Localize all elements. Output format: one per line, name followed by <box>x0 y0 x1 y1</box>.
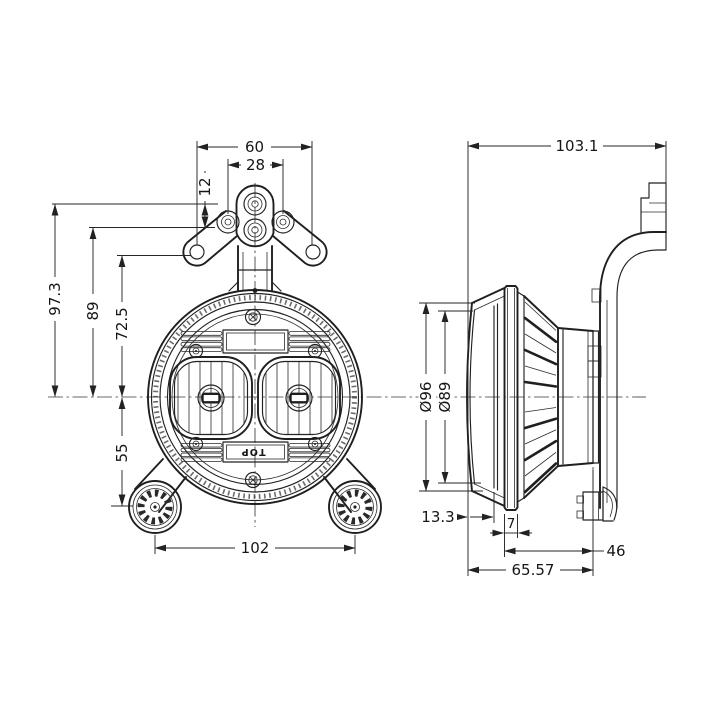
dim-89-label: 89 <box>84 301 102 320</box>
dim-lens-outer-diameter: Ø96 <box>417 302 483 492</box>
left-wing-hole <box>189 244 205 260</box>
dim-overall-depth: 103.1 <box>467 137 667 183</box>
dim-height-mid-hole: 89 <box>84 227 102 397</box>
bracket-holes <box>216 192 295 242</box>
right-led-slot <box>289 392 309 404</box>
dim-12-label: 12 <box>196 177 214 196</box>
left-led-slot <box>201 392 221 404</box>
left-foot-pad <box>128 480 182 534</box>
bezel-flange <box>503 285 519 511</box>
dim-lens-inner-diameter: Ø89 <box>436 310 481 484</box>
top-orientation-marking: TOP <box>240 446 265 457</box>
heat-sink <box>516 291 559 503</box>
dim-bracket-outer-width: 60 <box>196 138 313 245</box>
right-projector-lens <box>257 356 341 440</box>
right-serrated-washer <box>337 489 373 525</box>
dim-d96-label: Ø96 <box>417 382 435 413</box>
side-dimensions: 103.1 Ø96 Ø89 <box>417 137 667 579</box>
bracket-plate <box>235 184 275 248</box>
dim-65-57-label: 65.57 <box>512 561 555 579</box>
front-dimensions: 60 28 12 <box>46 138 356 557</box>
left-lens-ribs <box>177 362 245 434</box>
dim-bracket-inner-width: 28 <box>227 156 284 214</box>
dim-97-3-label: 97.3 <box>46 282 64 315</box>
dim-front-to-plate: 65.57 <box>467 561 594 579</box>
right-wing-hole <box>305 244 321 260</box>
dim-d89-label: Ø89 <box>436 382 454 413</box>
dim-lens-protrusion: 13.3 <box>419 492 495 526</box>
rear-housing <box>557 288 602 492</box>
right-wing-arm <box>272 210 328 267</box>
left-wing-arm <box>182 210 238 267</box>
dim-46-label: 46 <box>606 542 625 560</box>
rear-plate <box>592 330 600 464</box>
lens-dome <box>466 287 506 507</box>
bracket-connector-steps <box>640 182 667 233</box>
bezel-knurl-texture <box>153 295 357 499</box>
dim-height-top-hole: 97.3 <box>46 204 64 397</box>
dim-13-3-label: 13.3 <box>421 508 454 526</box>
bottom-fin-block: TOP <box>180 441 331 463</box>
dim-7-label: 7 <box>507 516 516 532</box>
mounting-feet <box>128 458 382 534</box>
dim-height-wing-hole: 72.5 <box>113 255 131 397</box>
bracket-foot <box>602 486 618 522</box>
side-view: 103.1 Ø96 Ø89 <box>417 137 667 579</box>
right-foot-pad <box>328 480 382 534</box>
front-centerlines <box>48 183 424 527</box>
dim-bracket-hole-offset: 12 <box>196 171 214 228</box>
rear-mounting-bracket <box>576 182 667 522</box>
dim-feet-span: 102 <box>154 535 356 557</box>
dim-102-label: 102 <box>241 539 270 557</box>
face-screws <box>188 308 323 489</box>
dim-72-5-label: 72.5 <box>113 307 131 340</box>
dim-body-depth: 46 <box>504 470 626 576</box>
heat-sink-fins <box>523 301 558 494</box>
left-serrated-washer <box>137 489 173 525</box>
bracket-stem <box>228 245 282 293</box>
front-view: TOP <box>46 138 424 557</box>
dim-55-label: 55 <box>113 443 131 462</box>
left-projector-lens <box>169 356 253 440</box>
dim-103-1-label: 103.1 <box>556 137 599 155</box>
dim-60-label: 60 <box>245 138 264 156</box>
top-fin-block <box>180 329 331 354</box>
dim-center-to-feet: 55 <box>113 397 131 506</box>
dim-28-label: 28 <box>246 156 265 174</box>
